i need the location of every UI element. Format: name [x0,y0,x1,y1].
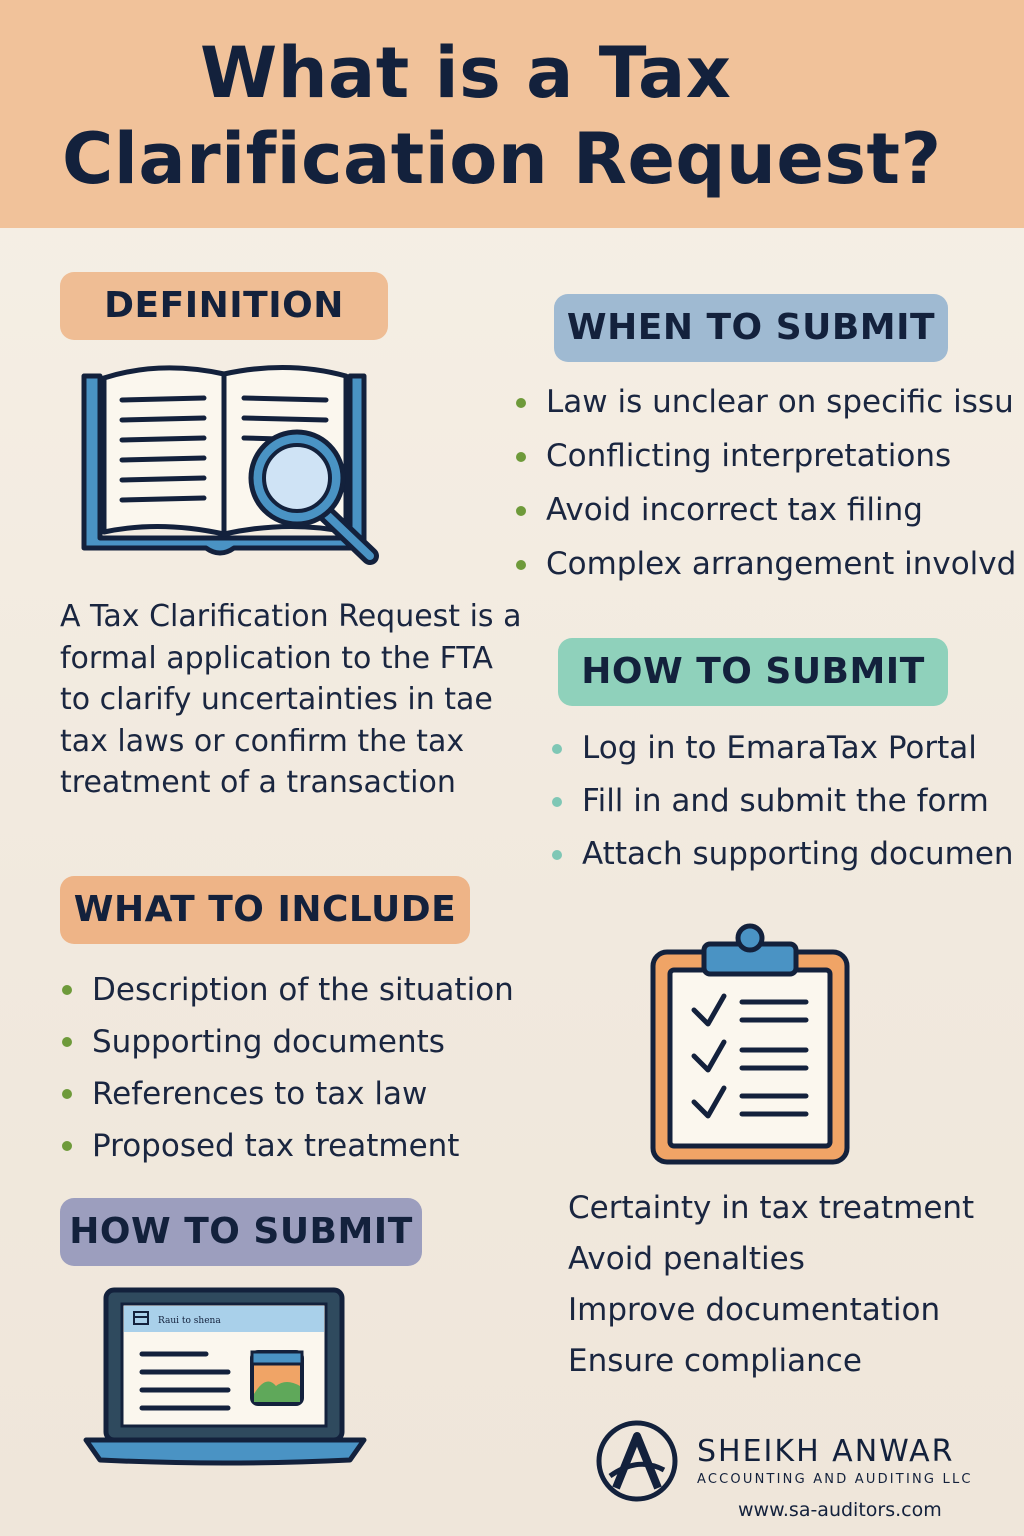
list-item: Log in to EmaraTax Portal [550,726,1024,779]
benefits-list: Certainty in tax treatment Avoid penalti… [568,1183,998,1387]
brand-subtitle: ACCOUNTING AND AUDITING LLC [697,1472,973,1487]
page-title-line-2: Clarification Request? [62,118,942,200]
list-item: Avoid penalties [568,1241,805,1277]
brand-logo: SHEIKH ANWAR ACCOUNTING AND AUDITING LLC [594,1418,1014,1528]
list-item: Ensure compliance [568,1343,862,1379]
definition-text: A Tax Clarification Request is a formal … [60,599,522,800]
how-to-submit-list: Log in to EmaraTax Portal Fill in and su… [550,726,1024,885]
book-magnifier-icon [81,365,379,565]
header-banner [0,0,1024,228]
list-item: Certainty in tax treatment [568,1190,975,1226]
list-item: Conflicting interpretations [514,434,1024,488]
website-link[interactable]: www.sa-auditors.com [738,1499,942,1521]
how-to-submit-heading: HOW TO SUBMIT [558,638,948,706]
sa-logo-icon [596,1420,678,1502]
list-item: Complex arrangement involvd [514,542,1024,596]
laptop-screen-text: Raui to shena [158,1316,221,1326]
list-item: Fill in and submit the form [550,779,1024,832]
page-title-line-1: What is a Tax [200,32,732,114]
what-to-include-list: Description of the situation Supporting … [60,968,530,1176]
brand-name: SHEIKH ANWAR [697,1434,955,1469]
list-item: Proposed tax treatment [60,1124,530,1176]
how-to-submit-heading-2: HOW TO SUBMIT [60,1198,422,1266]
list-item: Supporting documents [60,1020,530,1072]
list-item: Improve documentation [568,1292,941,1328]
clipboard-checklist-icon [650,923,850,1165]
laptop-icon: Raui to shena [83,1287,367,1466]
list-item: Law is unclear on specific issu [514,380,1024,434]
when-to-submit-heading: WHEN TO SUBMIT [554,294,948,362]
when-to-submit-list: Law is unclear on specific issu Conflict… [514,380,1024,596]
list-item: Attach supporting documen [550,832,1024,885]
page-title: What is a Tax Clarification Request? [62,30,962,202]
list-item: Description of the situation [60,968,530,1020]
list-item: Avoid incorrect tax filing [514,488,1024,542]
definition-heading: DEFINITION [60,272,388,340]
list-item: References to tax law [60,1072,530,1124]
what-to-include-heading: WHAT TO INCLUDE [60,876,470,944]
